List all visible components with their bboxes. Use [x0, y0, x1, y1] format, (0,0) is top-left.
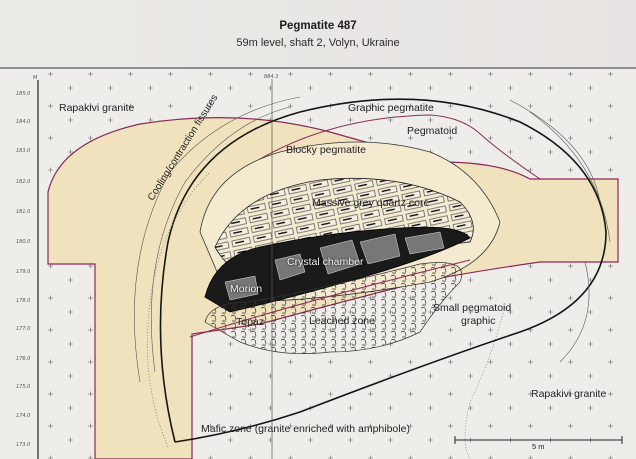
label-graphic-pegmatite: Graphic pegmatite: [348, 102, 434, 114]
label-morion: Morion: [230, 283, 263, 295]
label-blocky-pegmatite: Blocky pegmatite: [286, 144, 366, 156]
axis-tick: 178.0: [16, 298, 31, 304]
label-mafic-zone: Mafic zone (granite enriched with amphib…: [201, 423, 410, 435]
page-subtitle: 59m level, shaft 2, Volyn, Ukraine: [236, 37, 400, 49]
axis-tick: 180.0: [16, 239, 31, 245]
label-pegmatoid: Pegmatoid: [407, 125, 458, 137]
axis-tick: 177.0: [16, 326, 31, 332]
header: Pegmatite 487 59m level, shaft 2, Volyn,…: [0, 0, 636, 67]
outer-contour: [159, 98, 607, 443]
axis-tick: 184.0: [16, 119, 31, 125]
leached-zone: [204, 262, 462, 354]
label-rapakivi-granite-top: Rapakivi granite: [59, 102, 135, 114]
page-title: Pegmatite 487: [279, 20, 357, 32]
scale-bar: [454, 436, 623, 444]
label-leached-zone: Leached zone: [309, 315, 375, 327]
label-topaz: Topaz: [236, 316, 265, 328]
axis-tick: 179.0: [16, 269, 31, 275]
axis-tick: 183.0: [16, 148, 31, 154]
axis-tick: 175.0: [16, 384, 31, 390]
axis-unit: M: [33, 75, 38, 81]
geological-map: z +: [0, 67, 636, 459]
label-quartz-core: Massive grey quartz core: [312, 197, 430, 209]
axis-tick: 176.0: [16, 356, 31, 362]
axis-tick: 173.0: [16, 442, 31, 448]
label-rapakivi-granite-bottom: Rapakivi granite: [531, 388, 607, 400]
label-small-pegmatoid-graphic: graphic: [461, 315, 496, 327]
axis-tick: 182.0: [16, 179, 31, 185]
map-drawing: z +: [36, 72, 626, 459]
label-small-pegmatoid: Small pegmatoid: [433, 302, 512, 314]
axis-tick: 181.0: [16, 209, 31, 215]
scale-bar-label: 5 m: [532, 442, 545, 451]
axis-tick: 185.0: [16, 91, 31, 97]
axis-tick: 174.0: [16, 413, 31, 419]
section-marker: 884.3: [264, 74, 279, 80]
label-crystal-chamber: Crystal chamber: [287, 256, 364, 268]
